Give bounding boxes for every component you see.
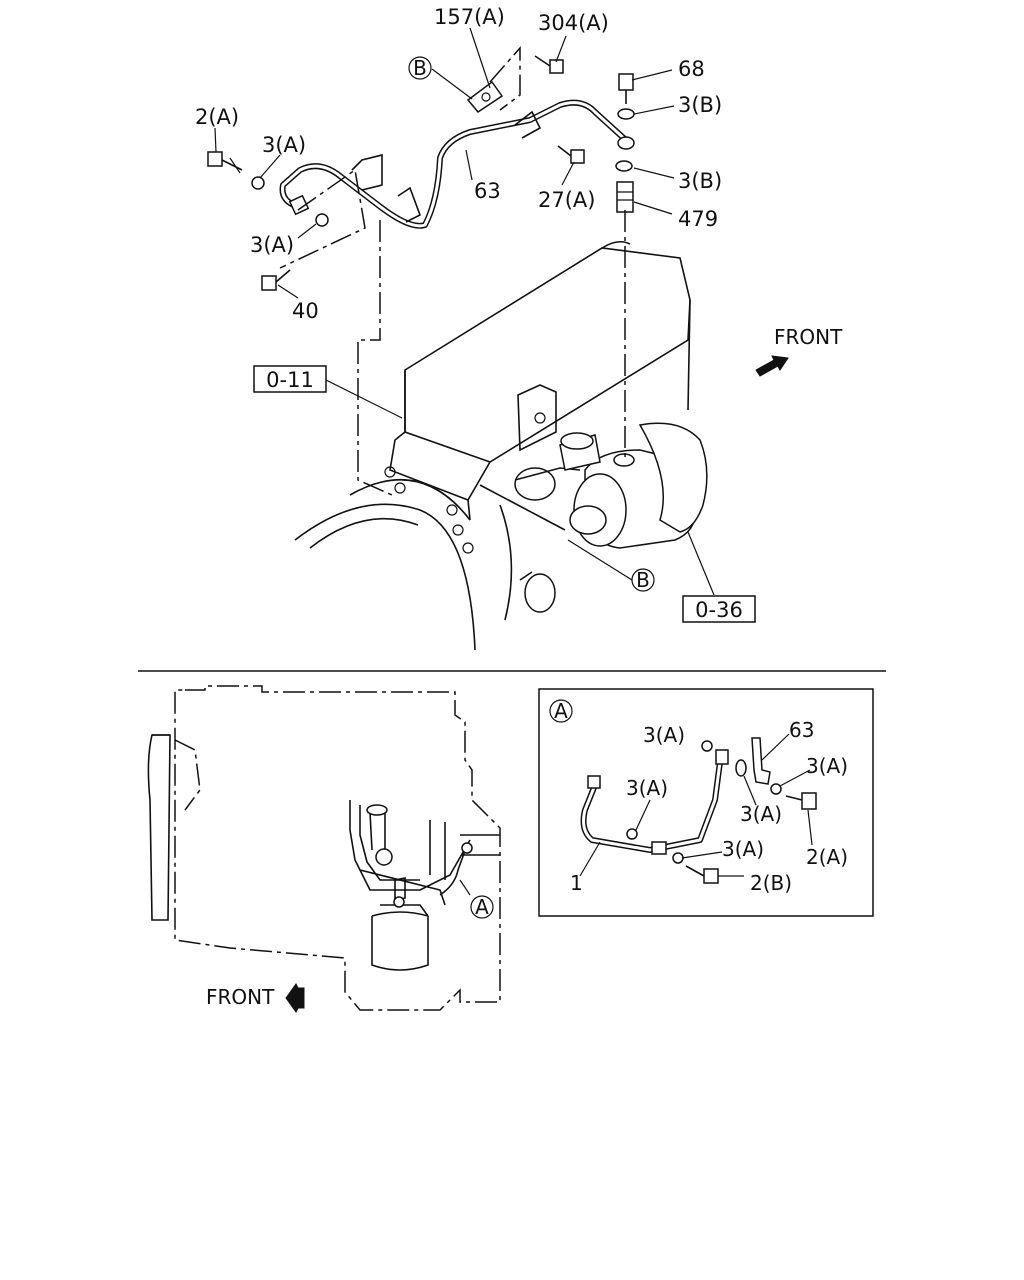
callout-40: 40 (292, 299, 319, 323)
front-arrow-left-icon (285, 983, 305, 1013)
overview-reference-a-text: A (475, 895, 489, 919)
engine-cover-drawing (294, 240, 691, 651)
detail-callout-3a-1: 3(A) (643, 723, 685, 747)
top-assembly: 157(A) 304(A) 68 3(B) 3(B) 479 2(A) 3(A)… (195, 5, 843, 651)
oil-feed-pipe (279, 80, 635, 229)
reference-marker-b-top-text: B (413, 56, 427, 80)
fasteners (207, 55, 635, 291)
front-label-bottom: FRONT (206, 985, 275, 1009)
callout-68: 68 (678, 57, 705, 81)
front-arrow-icon (755, 355, 789, 377)
reference-marker-b-mid: B (631, 568, 655, 592)
callout-157a: 157(A) (434, 5, 505, 29)
reference-marker-b-top: B (408, 56, 432, 80)
front-label-top: FRONT (774, 325, 843, 349)
detail-a-badge-text: A (554, 699, 568, 723)
callout-2a: 2(A) (195, 105, 239, 129)
ref-0-11-text: 0-11 (266, 368, 314, 392)
ref-0-36-text: 0-36 (695, 598, 743, 622)
callout-27a: 27(A) (538, 188, 595, 212)
assembly-lines (279, 46, 626, 496)
callout-3b-lower: 3(B) (678, 169, 722, 193)
detail-callout-3a-4: 3(A) (740, 802, 782, 826)
turbocharger-drawing (479, 422, 708, 549)
top-callouts: 157(A) 304(A) 68 3(B) 3(B) 479 2(A) 3(A)… (195, 5, 722, 592)
detail-callout-3a-5: 3(A) (722, 837, 764, 861)
detail-a-badge: A (549, 699, 573, 723)
detail-callout-63: 63 (789, 718, 814, 742)
callout-479: 479 (678, 207, 718, 231)
callout-3b-upper: 3(B) (678, 93, 722, 117)
detail-a-panel: A 3(A) 63 3(A) 3(A) 3(A) (538, 688, 874, 917)
callout-63: 63 (474, 179, 501, 203)
ref-0-11: 0-11 (253, 365, 327, 393)
leader-lines (214, 27, 715, 596)
engine-overview: A FRONT (147, 685, 501, 1013)
callout-3a-upper: 3(A) (262, 133, 306, 157)
overview-reference-a: A (470, 895, 494, 919)
callout-3a-lower: 3(A) (250, 233, 294, 257)
callout-304a: 304(A) (538, 11, 609, 35)
reference-marker-b-mid-text: B (636, 568, 650, 592)
detail-callout-1: 1 (570, 871, 583, 895)
detail-callout-3a-3: 3(A) (626, 776, 668, 800)
ref-0-36: 0-36 (682, 595, 756, 623)
detail-callout-3a-2: 3(A) (806, 754, 848, 778)
detail-callout-2a: 2(A) (806, 845, 848, 869)
detail-callout-2b: 2(B) (750, 871, 792, 895)
front-indicator-top: FRONT (755, 325, 843, 377)
